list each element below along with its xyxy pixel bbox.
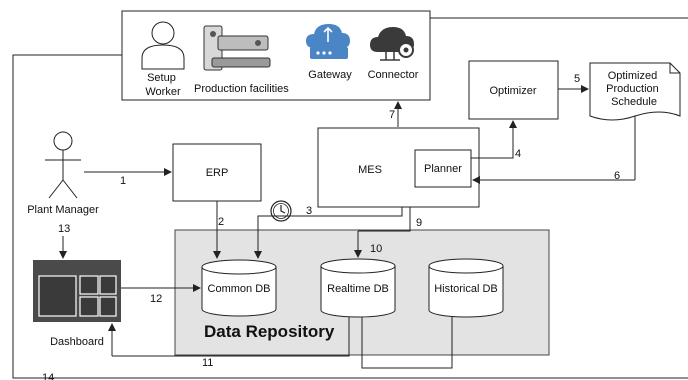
flow-number: 9 [416,217,422,229]
connector-label: Connector [368,69,419,81]
flow-number: 2 [218,216,224,228]
optimizer-label: Optimizer [489,85,536,97]
flow-number: 5 [574,73,580,85]
flow-number: 11 [202,357,213,369]
flow-number: 13 [58,223,70,235]
historical-db: Historical DB [428,258,504,318]
plant-manager-label: Plant Manager [27,204,99,216]
realtime-db: Realtime DB [320,258,396,318]
stapler-icon [203,25,271,71]
erp-box [172,143,262,202]
gateway-label: Gateway [308,69,352,81]
schedule-label: Optimized Production Schedule [606,70,662,108]
flow-number: 10 [370,243,382,255]
schedule-document [589,62,681,121]
connector-cloud-gear-icon [370,27,414,61]
erp-label: ERP [206,167,229,179]
flow-number: 3 [306,205,312,217]
flow-number: 4 [515,148,521,160]
clock-icon [270,200,292,222]
svg-text:Common DB: Common DB [208,283,271,295]
optimizer-box [468,60,559,120]
common-db: Common DB [201,259,277,317]
svg-text:Historical DB: Historical DB [434,283,498,295]
setup-worker-label: Setup Worker [145,72,181,98]
person-icon [141,21,185,70]
stick-figure-icon [45,131,81,199]
mes-label: MES [358,164,382,176]
flow-number: 7 [389,109,395,121]
dashboard-icon [33,260,121,322]
connectors [12,17,688,379]
production-facilities-label: Production facilities [194,83,289,95]
planner-label: Planner [424,163,462,175]
data-repository-title: Data Repository [204,322,335,341]
flow-number: 14 [42,372,54,380]
planner-box [414,149,472,188]
flow-number: 12 [150,293,162,305]
gateway-cloud-icon [306,24,350,59]
dashboard-label: Dashboard [50,336,104,348]
flow-number: 6 [614,170,620,182]
svg-text:Realtime DB: Realtime DB [327,283,389,295]
flow-number: 1 [120,175,126,187]
